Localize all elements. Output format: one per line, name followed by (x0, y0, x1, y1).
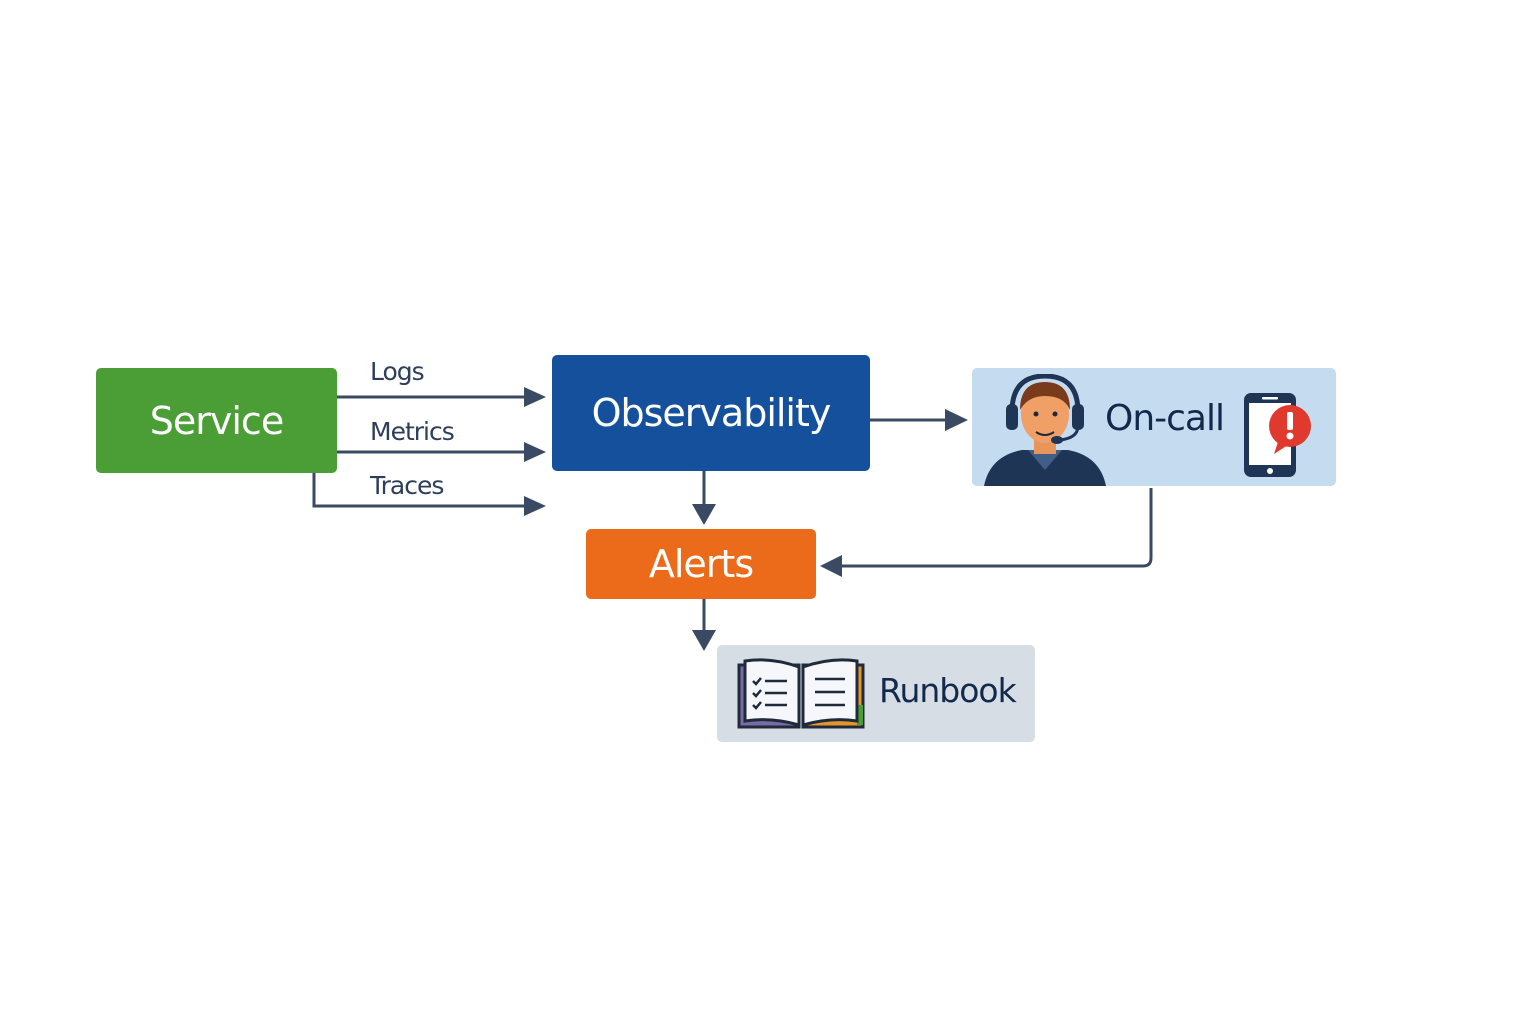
node-oncall[interactable]: On-call (972, 368, 1336, 486)
open-book-checklist-icon (737, 658, 865, 729)
arrowhead-logs (524, 387, 546, 407)
edge-oncall-alerts (840, 488, 1153, 568)
arrowhead-obs-oncall (945, 409, 968, 431)
headset-person-icon (984, 374, 1106, 486)
edge-label-metrics: Metrics (370, 417, 455, 446)
node-alerts-label: Alerts (648, 542, 754, 586)
node-observability-label: Observability (591, 391, 832, 435)
arrowhead-metrics (524, 442, 546, 462)
edge-label-logs: Logs (370, 357, 425, 386)
node-observability[interactable]: Observability (552, 355, 870, 471)
arrowhead-oncall-alerts (820, 555, 842, 577)
node-alerts[interactable]: Alerts (586, 529, 816, 599)
edge-label-traces: Traces (370, 471, 444, 500)
node-service[interactable]: Service (96, 368, 337, 473)
phone-alert-icon (1244, 393, 1311, 477)
node-oncall-label: On-call (1105, 398, 1225, 439)
arrowhead-traces (524, 496, 546, 516)
arrowhead-obs-alerts (692, 504, 716, 525)
node-runbook-label: Runbook (879, 671, 1017, 710)
node-service-label: Service (149, 398, 284, 443)
arrowhead-alerts-runbook (692, 630, 716, 651)
edge-traces (312, 473, 527, 508)
node-runbook[interactable]: Runbook (717, 645, 1035, 742)
